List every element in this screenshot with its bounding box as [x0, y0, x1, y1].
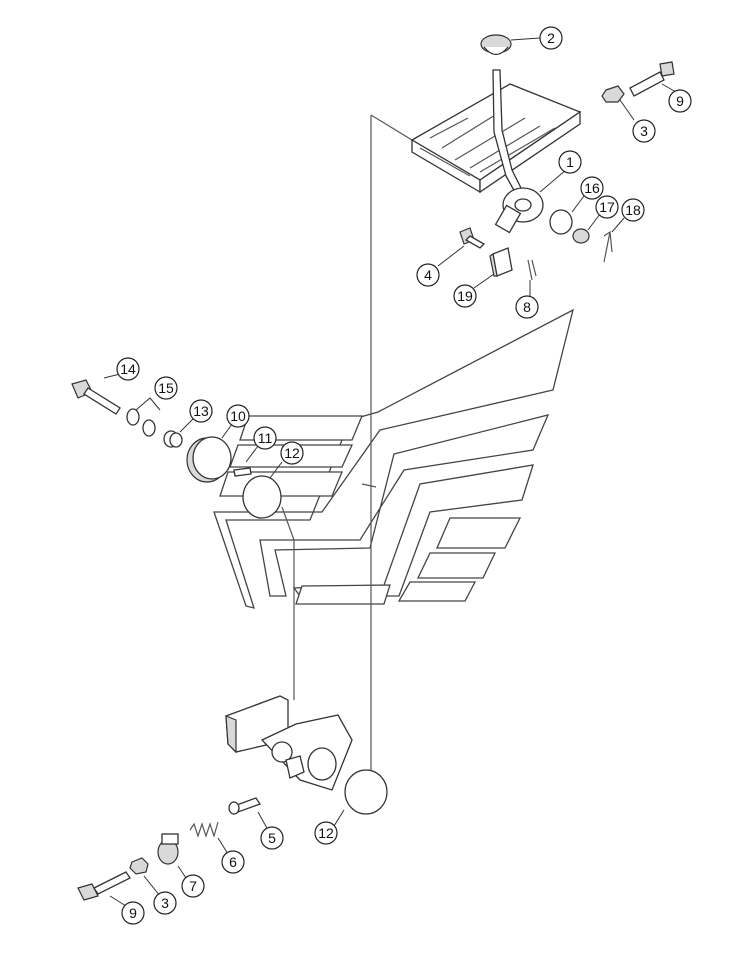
shift-lever: [492, 69, 544, 234]
callout-10: 10: [226, 404, 250, 428]
callout-9-top: 9: [668, 89, 692, 113]
callout-label: 2: [547, 30, 555, 46]
callout-label: 1: [566, 154, 574, 170]
bolt-top: [629, 61, 675, 97]
callout-label: 10: [230, 408, 246, 424]
callout-label: 13: [193, 403, 209, 419]
lever-bracket: [225, 695, 353, 791]
callout-3-bottom: 3: [153, 891, 177, 915]
shift-knob: [480, 34, 541, 56]
callout-label: 16: [584, 180, 600, 196]
callout-4: 4: [416, 263, 440, 287]
cap-10: [186, 436, 232, 483]
callout-label: 17: [599, 199, 615, 215]
cap-17: [572, 228, 590, 244]
callout-3-top: 3: [632, 119, 656, 143]
pin-11: [233, 467, 252, 477]
callout-label: 14: [120, 361, 136, 377]
callout-label: 4: [424, 267, 432, 283]
leader-lines: [103, 83, 677, 907]
plug-13: [163, 430, 183, 448]
callout-label: 3: [640, 123, 648, 139]
callout-16: 16: [580, 176, 604, 200]
callout-11: 11: [253, 426, 277, 450]
callout-13: 13: [189, 399, 213, 423]
callout-12-mid: 12: [280, 441, 304, 465]
plug-7: [157, 833, 179, 865]
bolt-4: [459, 227, 486, 249]
callout-label: 11: [258, 430, 273, 446]
callout-9-bottom: 9: [121, 901, 145, 925]
bolt-bottom: [77, 871, 131, 901]
pin-8: [527, 259, 537, 281]
callout-label: 6: [229, 854, 237, 870]
callout-12-bottom: 12: [314, 821, 338, 845]
washers-15: [126, 408, 156, 437]
block-19: [489, 247, 513, 277]
spring-6: [189, 821, 219, 839]
callout-label: 9: [129, 905, 137, 921]
callout-label: 12: [318, 825, 334, 841]
bolt-14: [71, 379, 121, 415]
callout-5: 5: [260, 826, 284, 850]
callout-1: 1: [558, 150, 582, 174]
callout-label: 7: [189, 878, 197, 894]
callout-label: 12: [284, 445, 300, 461]
callout-8: 8: [515, 295, 539, 319]
callout-17: 17: [595, 195, 619, 219]
cab-outline: [213, 308, 574, 609]
callout-label: 5: [268, 830, 276, 846]
callout-label: 15: [158, 380, 174, 396]
washer-16: [549, 209, 573, 235]
callout-label: 9: [676, 93, 684, 109]
callout-7: 7: [181, 874, 205, 898]
callout-label: 8: [523, 299, 531, 315]
callout-19: 19: [453, 284, 477, 308]
washer-12-bottom: [344, 769, 388, 815]
nut-bottom: [129, 857, 149, 875]
washer-12-mid: [242, 475, 282, 519]
callout-14: 14: [116, 357, 140, 381]
callout-15: 15: [154, 376, 178, 400]
callout-label: 3: [161, 895, 169, 911]
callout-6: 6: [221, 850, 245, 874]
callout-label: 18: [625, 202, 641, 218]
callout-2: 2: [539, 26, 563, 50]
pin-5: [228, 797, 261, 815]
callout-18: 18: [621, 198, 645, 222]
cotter-pin-18: [603, 230, 613, 263]
assembly-lines: [281, 114, 413, 770]
nut-top: [601, 85, 625, 103]
callout-label: 19: [457, 288, 473, 304]
